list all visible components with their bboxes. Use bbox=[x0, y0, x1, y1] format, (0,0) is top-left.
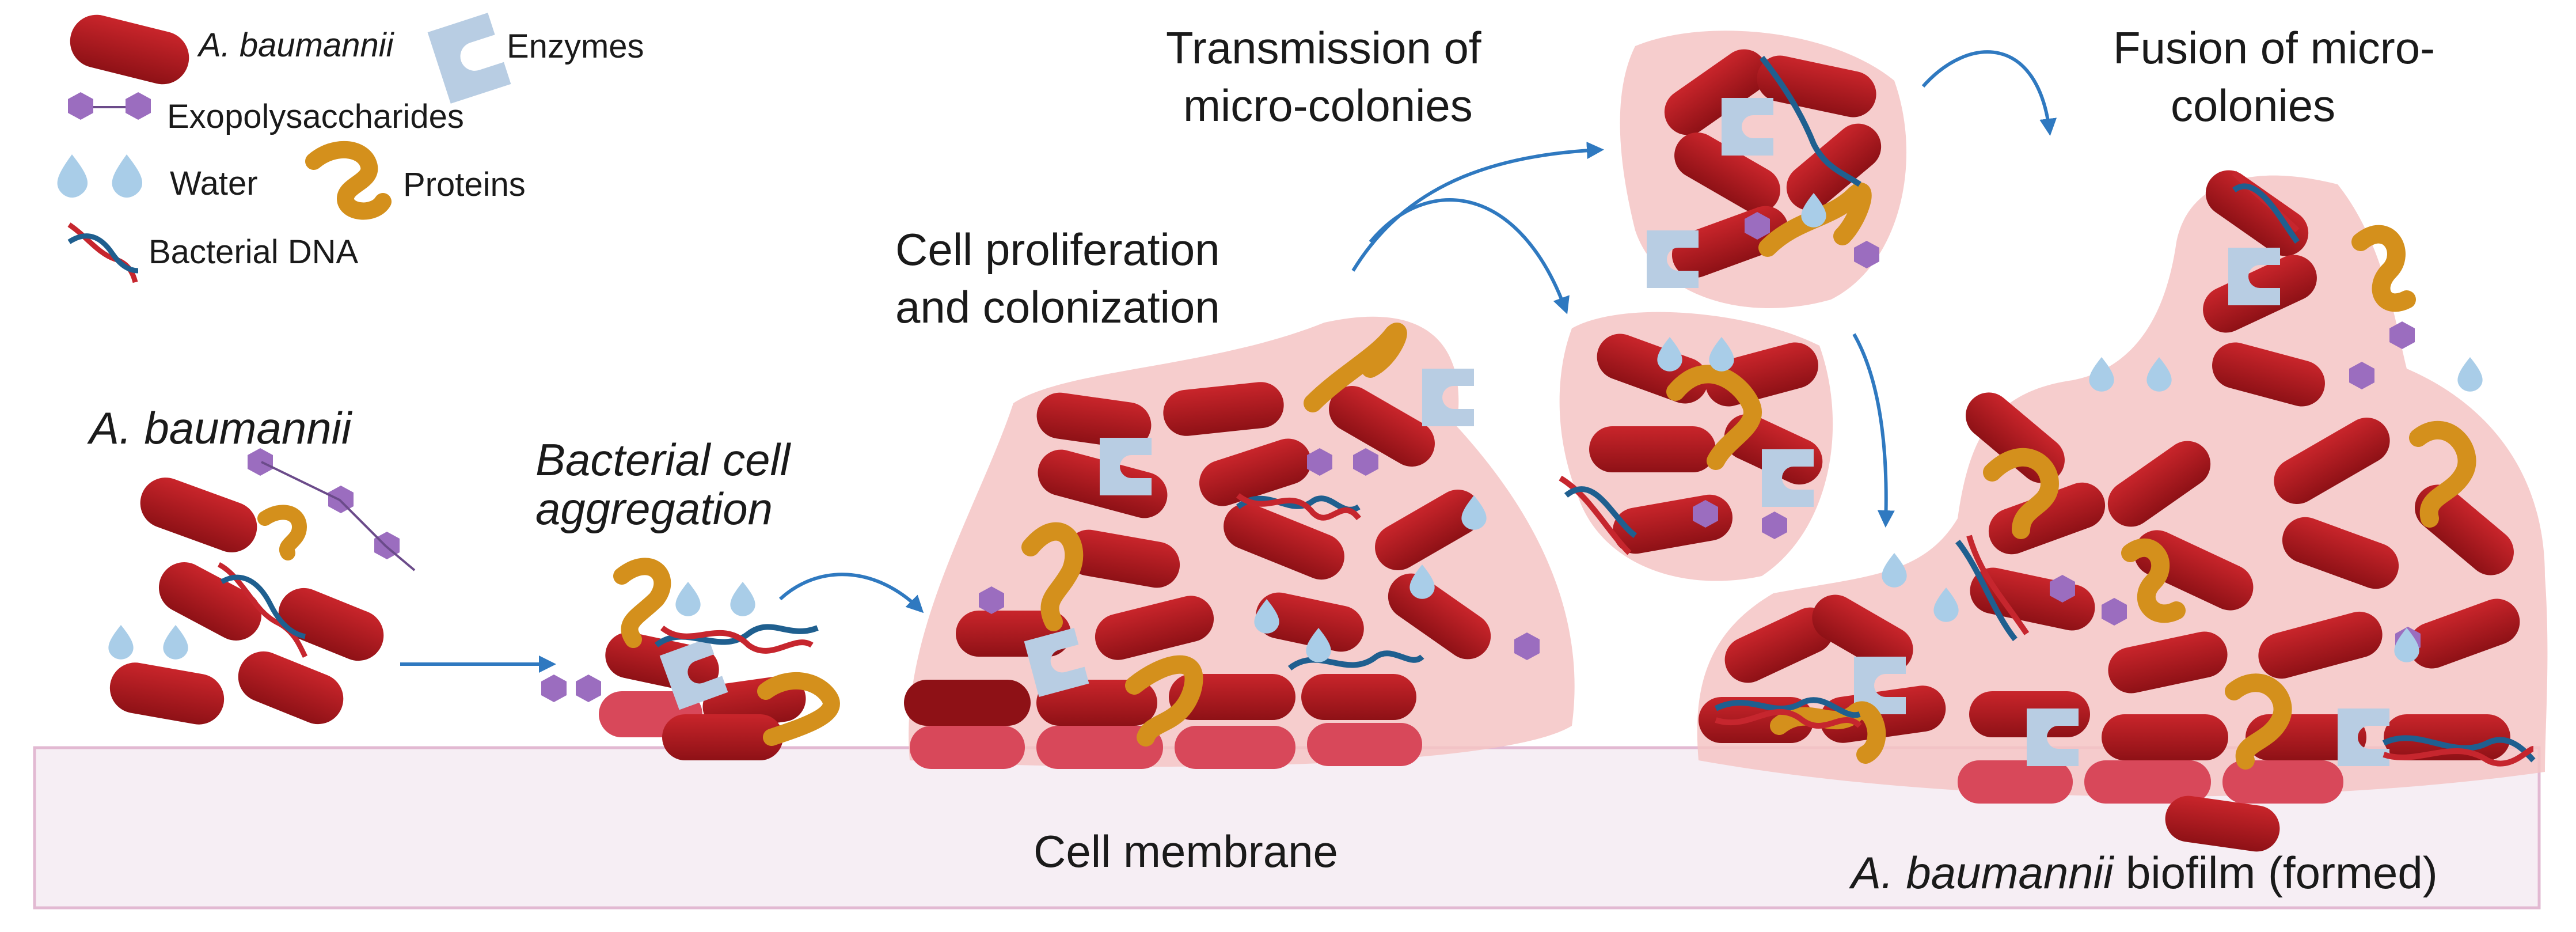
micro-colony-upper bbox=[1620, 31, 1907, 308]
stage4-label-line1: Transmission of bbox=[1166, 22, 1481, 73]
stage5-label-line2: colonies bbox=[2171, 80, 2335, 131]
stage3-label-line1: Cell proliferation bbox=[895, 224, 1220, 275]
arrow-to-surface bbox=[1852, 333, 1895, 528]
stage3-colony bbox=[904, 316, 1575, 769]
stage2-aggregate bbox=[541, 558, 840, 760]
arrow-transmission-upper bbox=[1351, 142, 1604, 272]
stage2-label-line2: aggregation bbox=[535, 483, 773, 534]
legend-dna-label: Bacterial DNA bbox=[149, 233, 359, 271]
stage3-label-line2: and colonization bbox=[895, 282, 1220, 332]
biofilm-label-rest: biofilm (formed) bbox=[2113, 847, 2437, 898]
stage1-bacteria-cluster bbox=[108, 448, 416, 725]
biofilm-label-species: A. baumannii bbox=[1849, 847, 2115, 898]
legend: A. baumannii Enzymes Exopolysaccharides … bbox=[57, 13, 644, 283]
mature-biofilm bbox=[1697, 170, 2548, 852]
legend-water-label: Water bbox=[170, 165, 258, 202]
stage4-label-line2: micro-colonies bbox=[1183, 80, 1473, 131]
arrow-to-fusion bbox=[1921, 50, 2057, 136]
protein-icon bbox=[305, 141, 392, 220]
exopolysaccharide-icon bbox=[68, 92, 151, 120]
arrow-transmission-lower bbox=[1369, 198, 1570, 315]
stage1-label: A. baumannii bbox=[87, 403, 353, 453]
biofilm-label: A. baumannii biofilm (formed) bbox=[1849, 847, 2438, 898]
bacterium-icon bbox=[70, 14, 189, 85]
legend-eps-label: Exopolysaccharides bbox=[167, 98, 464, 135]
legend-bacterium-label: A. baumannii bbox=[197, 26, 395, 64]
dna-icon bbox=[67, 222, 139, 283]
cell-membrane-label: Cell membrane bbox=[1034, 826, 1338, 877]
micro-colony-middle bbox=[1559, 312, 1833, 581]
legend-enzymes-label: Enzymes bbox=[507, 28, 644, 65]
legend-proteins-label: Proteins bbox=[403, 166, 526, 203]
water-drop-icon bbox=[57, 154, 143, 198]
arrow-stage2-to-stage3 bbox=[778, 573, 924, 613]
enzyme-icon bbox=[427, 13, 511, 104]
stage2-label-line1: Bacterial cell bbox=[535, 434, 792, 485]
stage5-label-line1: Fusion of micro- bbox=[2113, 22, 2435, 73]
